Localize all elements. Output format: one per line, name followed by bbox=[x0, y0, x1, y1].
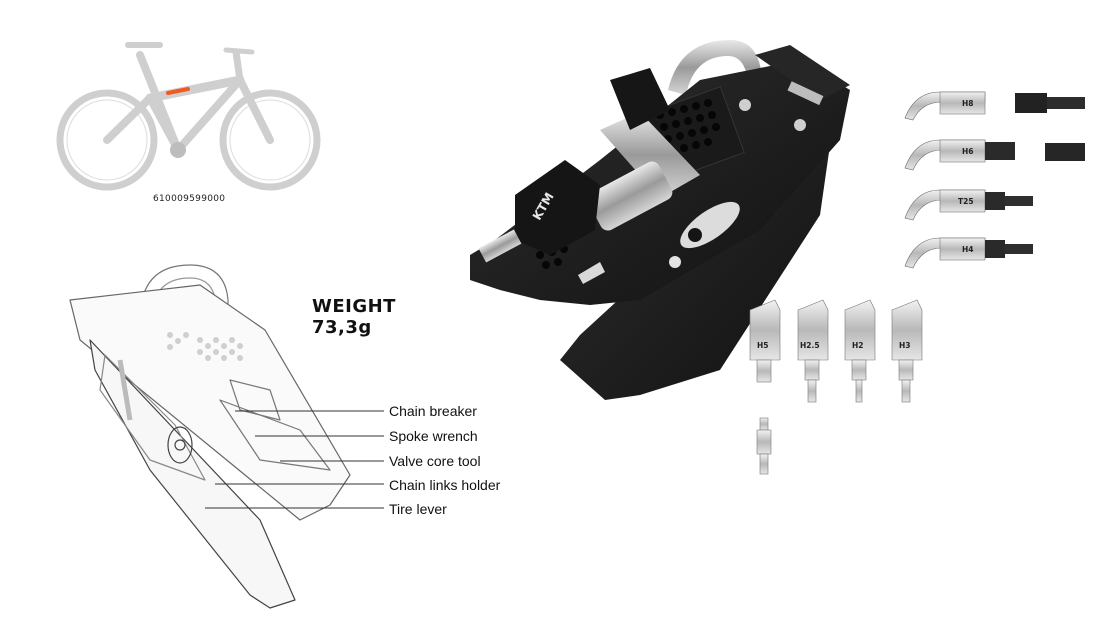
bit-label-h4: H4 bbox=[962, 245, 974, 254]
weight-label: WEIGHT 73,3g bbox=[312, 296, 396, 338]
weight-value: 73,3g bbox=[312, 317, 372, 338]
callout-valve-core-tool: Valve core tool bbox=[389, 453, 481, 469]
loose-bit bbox=[1045, 143, 1085, 161]
bit-h2-5: H2.5 bbox=[797, 299, 829, 403]
bit-holder-h4: H4 bbox=[904, 237, 1033, 269]
bit-h2: H2 bbox=[844, 299, 876, 403]
bit-holder-h6: H6 bbox=[904, 139, 1015, 171]
bit-h3: H3 bbox=[891, 299, 923, 403]
bit-label-h2-5: H2.5 bbox=[800, 341, 820, 350]
bit-label-h8: H8 bbox=[962, 99, 974, 108]
bit-holder-t25: T25 bbox=[904, 189, 1033, 221]
bit-h5: H5 bbox=[749, 299, 781, 383]
callout-chain-breaker: Chain breaker bbox=[389, 403, 477, 419]
bit-holder-h8: H8 bbox=[904, 91, 986, 121]
loose-bit bbox=[1015, 93, 1047, 113]
bit-label-h3: H3 bbox=[899, 341, 911, 350]
bit-label-h5: H5 bbox=[757, 341, 769, 350]
callout-tire-lever: Tire lever bbox=[389, 501, 447, 517]
bit-label-t25: T25 bbox=[958, 197, 974, 206]
pin-bit bbox=[756, 417, 772, 475]
bit-label-h2: H2 bbox=[852, 341, 864, 350]
product-number: 610009599000 bbox=[153, 194, 226, 204]
bit-label-h6: H6 bbox=[962, 147, 974, 156]
weight-title: WEIGHT bbox=[312, 296, 396, 317]
callout-spoke-wrench: Spoke wrench bbox=[389, 428, 478, 444]
callout-chain-links-holder: Chain links holder bbox=[389, 477, 501, 493]
